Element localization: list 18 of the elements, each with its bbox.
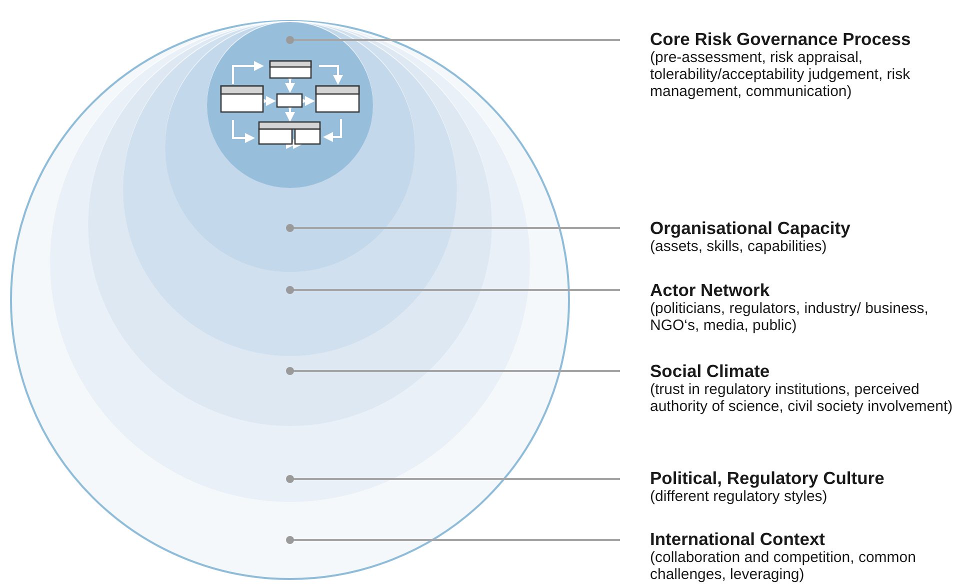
leader-line xyxy=(286,286,620,294)
layer-description: (politicians, regulators, industry/ business, NGO‘s, media, public) xyxy=(650,300,930,334)
leader-line xyxy=(286,36,620,44)
layer-description: (different regulatory styles) xyxy=(650,488,828,505)
layer-title: Political, Regulatory Culture xyxy=(650,468,886,488)
layer-description: (collaboration and competition, common challenges, leveraging) xyxy=(650,549,917,583)
layer-description: (pre-assessment, risk appraisal, tolerability/acceptability judgement, risk management, communication) xyxy=(650,49,912,100)
leader-line xyxy=(286,475,620,483)
layer-description: (assets, skills, capabilities) xyxy=(650,238,828,255)
leader-line xyxy=(286,367,620,375)
layer-title: International Context xyxy=(650,529,826,549)
layer-title: Core Risk Governance Process xyxy=(650,29,912,49)
layer-title: Actor Network xyxy=(650,280,771,300)
leader-line xyxy=(286,536,620,544)
layer-description: (trust in regulatory institutions, perceived authority of science, civil society involvement) xyxy=(650,381,954,415)
layer-title: Social Climate xyxy=(650,361,771,381)
layer-title: Organisational Capacity xyxy=(650,218,852,238)
leader-line xyxy=(286,224,620,232)
